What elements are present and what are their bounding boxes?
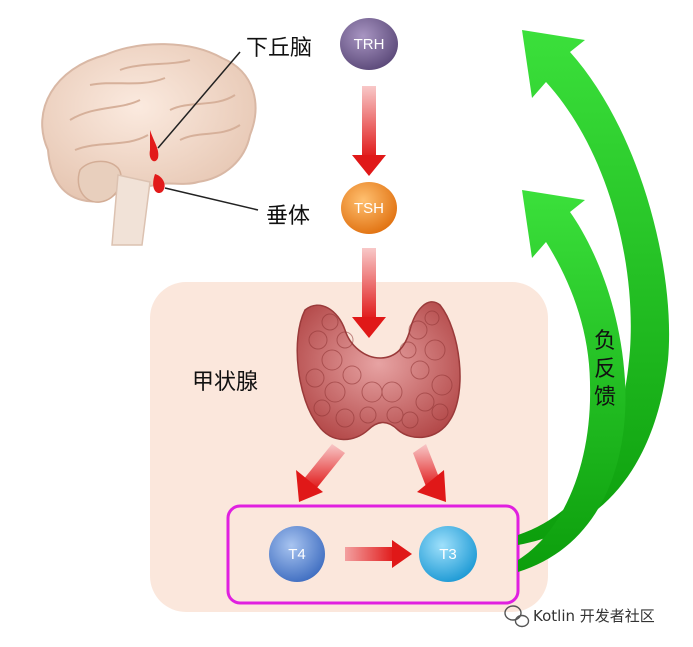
t4-label: T4 (288, 546, 306, 563)
arrow-trh-to-tsh (352, 86, 386, 176)
trh-node: TRH (340, 18, 398, 70)
thyroid-label: 甲状腺 (192, 370, 259, 395)
pituitary-pointer (164, 187, 259, 211)
arrow-tsh-to-thyroid (352, 248, 386, 338)
thyroid-icon (296, 301, 461, 441)
tsh-label: TSH (354, 200, 384, 217)
brain-icon (41, 43, 257, 246)
wechat-icon (504, 605, 530, 628)
feedback-label: 负 反 馈 (594, 328, 620, 412)
arrow-thyroid-to-t3 (413, 444, 446, 502)
feedback-char: 反 (594, 357, 617, 382)
feedback-char: 负 (594, 329, 617, 354)
t3-node: T3 (419, 526, 477, 582)
trh-label: TRH (354, 36, 385, 53)
feedback-arrows (518, 30, 670, 572)
watermark-text: Kotlin 开发者社区 (533, 607, 655, 625)
feedback-char: 馈 (594, 385, 617, 410)
t4-node: T4 (269, 526, 325, 582)
t4-t3-box (226, 504, 520, 605)
arrow-thyroid-to-t4 (296, 444, 345, 502)
t3-label: T3 (439, 546, 457, 563)
thyroid-panel (150, 282, 548, 612)
hypothalamus-pointer (157, 51, 241, 149)
tsh-node: TSH (341, 182, 397, 234)
pituitary-label: 垂体 (266, 204, 311, 229)
arrow-t4-to-t3 (345, 540, 412, 568)
hypothalamus-label: 下丘脑 (246, 36, 313, 61)
